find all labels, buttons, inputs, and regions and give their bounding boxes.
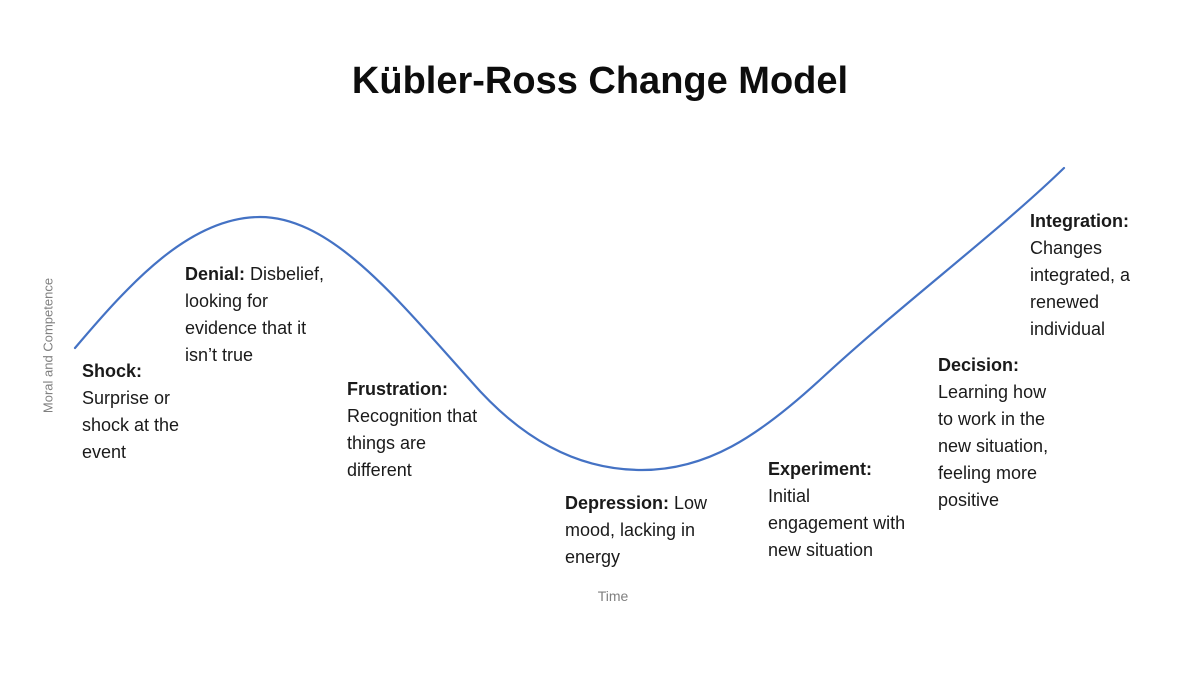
stage-term: Integration: xyxy=(1030,211,1129,231)
stage-term: Depression: xyxy=(565,493,670,513)
stage-shock: Shock: Surprise or shock at the event xyxy=(82,358,179,466)
stage-line: Recognition that xyxy=(347,406,478,426)
x-axis-label: Time xyxy=(597,588,629,604)
y-axis-label: Moral and Competence xyxy=(40,277,56,414)
stage-decision: Decision: Learning how to work in the ne… xyxy=(938,352,1048,514)
stage-line: Surprise or xyxy=(82,388,171,408)
stage-line: renewed xyxy=(1030,292,1100,312)
stage-term: Decision: xyxy=(938,355,1020,375)
stage-line: integrated, a xyxy=(1030,265,1131,285)
stage-line: evidence that it xyxy=(185,318,307,338)
stage-term: Frustration: xyxy=(347,379,448,399)
stage-line: Depression: Low xyxy=(565,493,708,513)
stage-line: Changes xyxy=(1030,238,1103,258)
stage-line: Denial: Disbelief, xyxy=(185,264,325,284)
stage-line: Shock: xyxy=(82,358,179,385)
stage-line: shock at the xyxy=(82,415,180,435)
stage-denial: Denial: Disbelief, looking for evidence … xyxy=(185,261,324,369)
stage-frustration: Frustration: Recognition that things are… xyxy=(347,376,477,484)
stage-line: Experiment: xyxy=(768,456,905,483)
stage-integration: Integration: Changes integrated, a renew… xyxy=(1030,208,1130,343)
stage-line: positive xyxy=(938,490,1000,510)
stage-term: Denial: xyxy=(185,264,246,284)
stage-line: different xyxy=(347,460,412,480)
stage-term: Experiment: xyxy=(768,459,873,479)
stage-line: to work in the xyxy=(938,409,1046,429)
stage-line: Integration: xyxy=(1030,208,1130,235)
stage-line: engagement with xyxy=(768,513,906,533)
stage-line: Initial xyxy=(768,486,811,506)
stage-line: Frustration: xyxy=(347,376,477,403)
stage-line: individual xyxy=(1030,319,1106,339)
change-curve-line xyxy=(73,166,1066,472)
stage-term: Shock: xyxy=(82,361,143,381)
stage-depression: Depression: Low mood, lacking in energy xyxy=(565,490,707,571)
stage-line: new situation, xyxy=(938,436,1049,456)
stage-line: event xyxy=(82,442,127,462)
stage-line: Learning how xyxy=(938,382,1047,402)
stage-line: Decision: xyxy=(938,352,1048,379)
stage-line: energy xyxy=(565,547,621,567)
stage-line: new situation xyxy=(768,540,874,560)
stage-experiment: Experiment: Initial engagement with new … xyxy=(768,456,905,564)
stage-line: feeling more xyxy=(938,463,1038,483)
stage-line: mood, lacking in xyxy=(565,520,696,540)
stage-line: looking for xyxy=(185,291,269,311)
page-title: Kübler-Ross Change Model xyxy=(351,60,849,102)
stage-line: things are xyxy=(347,433,427,453)
stage-line: isn’t true xyxy=(185,345,254,365)
